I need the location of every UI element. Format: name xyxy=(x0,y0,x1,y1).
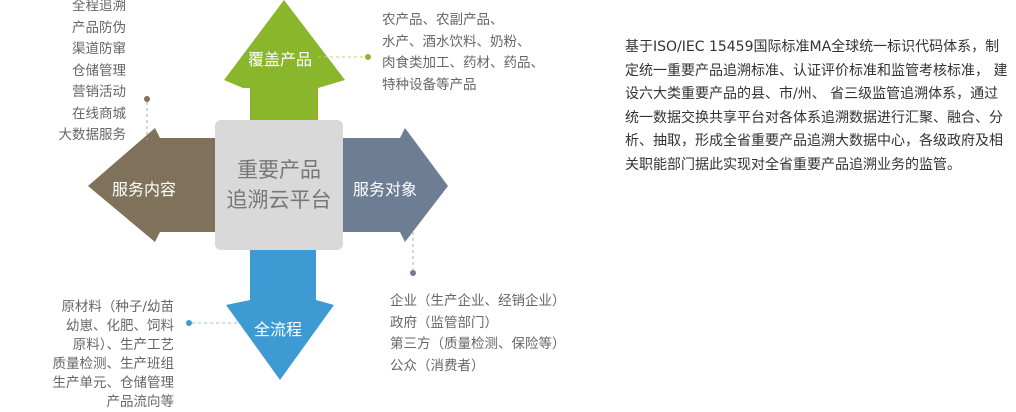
covered-products-list: 农产品、农副产品、 水产、酒水饮料、奶粉、 肉食类加工、药材、药品、 特种设备等… xyxy=(382,10,544,96)
list-item: 公众（消费者） xyxy=(390,357,485,374)
list-item: 营销活动 xyxy=(72,84,126,100)
label-process: 全流程 xyxy=(254,320,303,339)
list-item: 生产单元、仓储管理 xyxy=(52,375,175,391)
process-list: 原材料（种子/幼苗 幼崽、化肥、饲料 原料）、生产工艺 质量检测、生产班组 生产… xyxy=(53,298,175,412)
list-item: 第三方（质量检测、保险等） xyxy=(390,336,566,352)
list-item: 产品防伪 xyxy=(72,19,126,36)
arrow-down xyxy=(226,250,334,380)
label-service-targets: 服务对象 xyxy=(353,180,418,199)
arrow-left xyxy=(88,128,215,242)
arrow-up xyxy=(224,0,345,120)
center-title-line2: 追溯云平台 xyxy=(226,188,332,212)
list-item: 大数据服务 xyxy=(58,127,127,143)
list-item: 质量检测、生产班组 xyxy=(52,356,175,372)
list-item: 特种设备等产品 xyxy=(382,76,477,93)
label-covered-products: 覆盖产品 xyxy=(248,50,313,69)
list-item: 水产、酒水饮料、奶粉、 xyxy=(382,33,531,50)
list-item: 政府（监管部门） xyxy=(390,314,498,331)
list-item: 原材料（种子/幼苗 xyxy=(61,299,174,315)
list-item: 全程追溯 xyxy=(72,0,126,14)
list-item: 农产品、农副产品、 xyxy=(382,12,504,28)
center-title-line1: 重要产品 xyxy=(237,158,321,182)
list-item: 企业（生产企业、经销企业） xyxy=(390,293,566,309)
platform-center-box: 重要产品 追溯云平台 xyxy=(215,120,343,250)
list-item: 幼崽、化肥、饲料 xyxy=(66,318,174,334)
label-service-content: 服务内容 xyxy=(112,180,177,199)
list-item: 渠道防窜 xyxy=(72,41,126,57)
arrow-right xyxy=(343,128,448,242)
list-item: 仓储管理 xyxy=(72,62,126,79)
service-content-list: 全程追溯 产品防伪 渠道防窜 仓储管理 营销活动 在线商城 大数据服务 xyxy=(59,0,127,147)
list-item: 肉食类加工、药材、药品、 xyxy=(382,55,544,71)
list-item: 在线商城 xyxy=(72,105,126,122)
description-paragraph: 基于ISO/IEC 15459国际标准MA全球统一标识代码体系，制定统一重要产品… xyxy=(625,39,1008,173)
service-targets-list: 企业（生产企业、经销企业） 政府（监管部门） 第三方（质量检测、保险等） 公众（… xyxy=(390,291,566,377)
list-item: 原料）、生产工艺 xyxy=(72,337,174,353)
list-item: 产品流向等 xyxy=(106,394,175,410)
